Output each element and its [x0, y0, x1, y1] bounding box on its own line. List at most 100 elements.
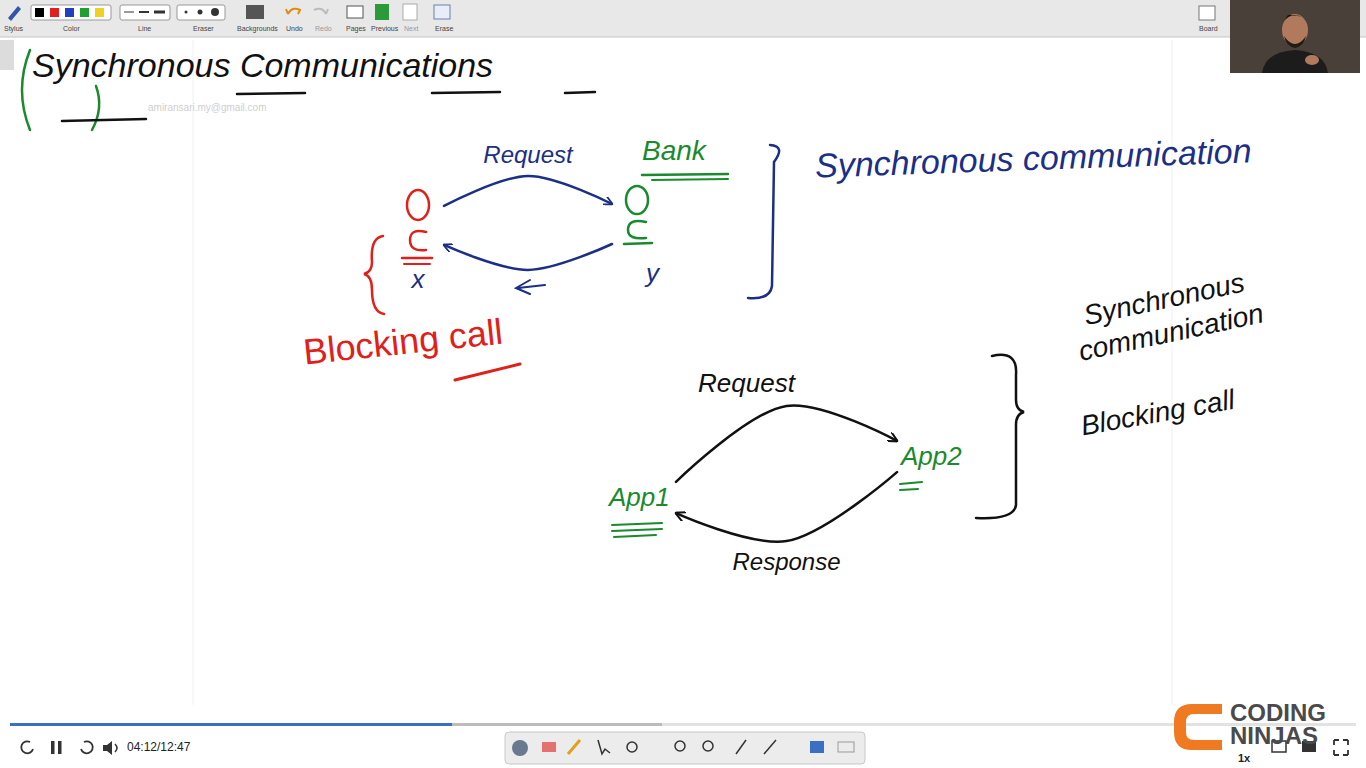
bank-figure-part: [624, 243, 652, 244]
node-text: App1: [609, 483, 672, 512]
edge-label: Response: [730, 549, 842, 575]
top-toolbar-part: [286, 9, 300, 14]
top-toolbar-part: [120, 5, 170, 20]
connector-arc: [444, 176, 612, 206]
video-controls-part: [675, 741, 685, 751]
video-controls-part: [103, 741, 112, 755]
top-toolbar-part: [314, 9, 328, 14]
title-marks-part: [92, 86, 99, 130]
top-toolbar-part: [246, 5, 264, 19]
brand-logo-part: [1174, 704, 1222, 750]
connector-arc: [676, 472, 897, 542]
webcam-inset-part: [1230, 0, 1360, 73]
webcam-inset-part: [1284, 36, 1306, 48]
top-toolbar-part: [80, 8, 89, 17]
toolbar-label: Erase: [435, 25, 453, 33]
app-marks-part: [976, 355, 1024, 518]
video-controls-part: [115, 744, 117, 752]
toolbar-label: Backgrounds: [237, 25, 278, 33]
app-node: App2: [897, 437, 968, 476]
video-controls-part: [1334, 740, 1348, 755]
video-controls-part: [10, 723, 1356, 726]
brand-logo: [1174, 704, 1222, 750]
person-figure-part: [402, 257, 432, 260]
title-marks-part: [432, 92, 500, 93]
board-title: Synchronous Communications: [32, 48, 493, 82]
app-marks-part: [614, 535, 656, 537]
person-figure-part: [455, 364, 520, 380]
webcam-inset: [1230, 0, 1360, 73]
time-readout: 04:12/12:47: [127, 741, 190, 754]
top-toolbar: [0, 0, 1366, 37]
video-controls-part: [452, 723, 662, 726]
title-marks-part: [565, 92, 595, 93]
bank-figure-part: [748, 145, 779, 298]
video-controls-part: [703, 741, 713, 751]
brand-text: NINJAS: [1230, 723, 1318, 749]
top-toolbar-part: [8, 6, 21, 21]
top-toolbar-part: [35, 8, 44, 17]
node-text: Bank: [642, 136, 728, 167]
node-text: y: [646, 259, 728, 288]
app-marks-part: [900, 482, 922, 484]
video-controls-part: [512, 740, 528, 756]
top-toolbar-part: [403, 4, 417, 20]
person-figure-part: [407, 190, 429, 220]
board-edges-part: [193, 40, 194, 705]
bank-node: Bank y: [612, 132, 732, 292]
toolbar-label: Previous: [371, 25, 398, 33]
video-controls-part: [81, 741, 93, 753]
edge-label: Request: [696, 369, 797, 398]
top-toolbar-part: [375, 4, 389, 20]
top-toolbar-part: [1199, 6, 1215, 20]
toolbar-label: Undo: [286, 25, 303, 33]
connector-arc: [444, 244, 612, 270]
bank-figure-part: [652, 179, 728, 180]
toolbar-label: Stylus: [4, 25, 23, 33]
toolbar-label: Color: [63, 25, 80, 33]
webcam-inset-part: [1262, 50, 1328, 73]
top-toolbar-part: [65, 8, 74, 17]
speed-button: 1x: [1238, 752, 1250, 764]
handwritten-note: Synchronous communication: [1041, 257, 1295, 374]
video-controls: [10, 723, 1356, 764]
toolbar-label: Eraser: [193, 25, 214, 33]
video-controls-part: [51, 741, 55, 754]
bank-figure-part: [516, 280, 545, 294]
top-toolbar-part: [0, 37, 1366, 38]
top-toolbar-part: [124, 12, 134, 13]
top-toolbar-part: [347, 6, 363, 18]
top-toolbar-part: [139, 11, 149, 13]
toolbar-label: Redo: [315, 25, 332, 33]
video-controls-part: [505, 732, 865, 764]
watermark: amiransari.my@gmail.com: [148, 102, 267, 113]
video-controls-part: [58, 741, 62, 754]
video-controls-part: [764, 740, 776, 754]
app-marks-part: [612, 523, 662, 525]
person-node: x: [392, 180, 444, 298]
board-edges-part: [0, 40, 14, 70]
bank-figure-part: [642, 174, 728, 175]
bank-figure-part: [626, 186, 648, 214]
bank-figure-part: [628, 221, 646, 238]
video-controls-part: [627, 742, 637, 752]
top-toolbar-part: [177, 5, 225, 20]
handwritten-note: Blocking call: [1079, 385, 1238, 442]
person-figure-part: [410, 231, 426, 250]
video-controls-part: [736, 740, 746, 754]
top-toolbar-part: [0, 0, 1366, 37]
top-toolbar-part: [198, 10, 203, 15]
webcam-inset-part: [1305, 55, 1319, 65]
board-edges: [0, 40, 1172, 705]
toolbar-label: Line: [138, 25, 151, 33]
video-controls-part: [598, 740, 610, 754]
video-controls-part: [542, 742, 556, 752]
webcam-inset-part: [1283, 15, 1307, 22]
person-figure-part: [364, 236, 384, 314]
video-controls-part: [21, 741, 33, 753]
app-marks-part: [612, 529, 662, 531]
top-toolbar-part: [434, 5, 450, 19]
